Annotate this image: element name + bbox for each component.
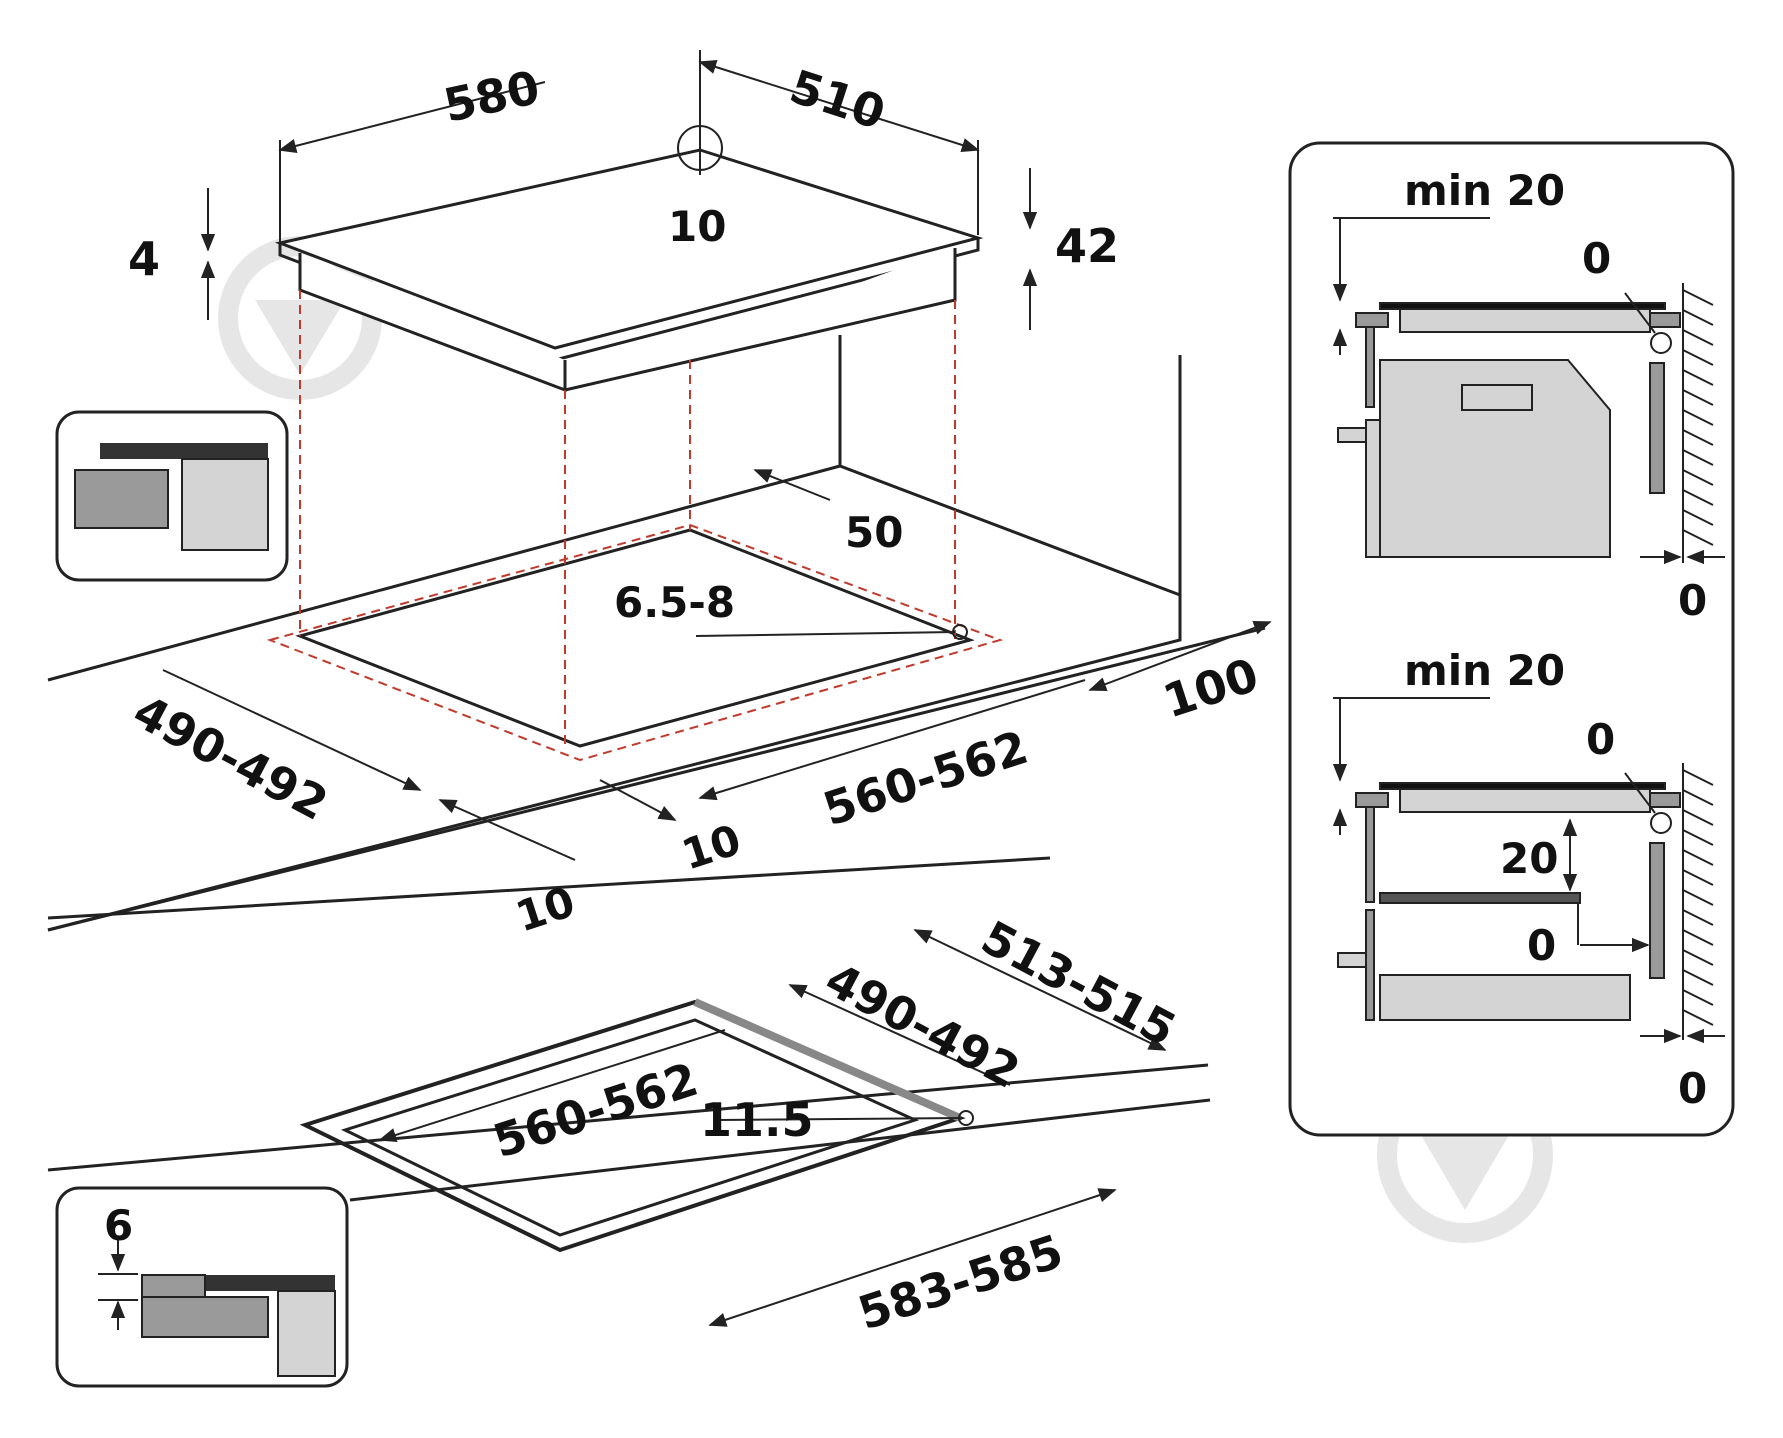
side-view-oven <box>1332 217 1725 565</box>
install-flush-inset-icon <box>55 410 289 582</box>
cutout-guides <box>266 290 1004 762</box>
label-hob-depth: 510 <box>784 59 892 140</box>
label-drawer-top-gap: 0 <box>1586 715 1615 764</box>
label-recess-corner-radius: 11.5 <box>700 1093 814 1147</box>
label-oven-min: min 20 <box>1404 166 1565 215</box>
flush-dimension-lines <box>378 929 1167 1327</box>
install-recessed-inset-icon <box>55 1186 349 1388</box>
label-oven-top-gap: 0 <box>1582 234 1611 283</box>
label-drawer-min: min 20 <box>1404 646 1565 695</box>
label-corner-radius: 10 <box>668 202 726 251</box>
label-front-margin-right: 10 <box>676 815 747 880</box>
flush-cutout-outline <box>340 1018 920 1237</box>
label-recess-depth: 513-515 <box>973 910 1185 1057</box>
label-oven-wall-gap: 0 <box>1678 576 1707 625</box>
cutout-outline <box>295 528 975 748</box>
label-flush-cutout-depth: 490-492 <box>817 952 1029 1099</box>
wall-hatching-drawer <box>1682 769 1714 1026</box>
label-cutout-depth: 490-492 <box>125 684 337 831</box>
side-view-drawer <box>1332 697 1725 1044</box>
label-recess-height: 6 <box>104 1201 133 1250</box>
label-hob-width: 580 <box>439 60 544 133</box>
label-cutout-corner-radius: 6.5-8 <box>614 578 735 627</box>
wall-hatching-oven <box>1682 289 1714 546</box>
top-dimension-lines <box>162 50 1272 861</box>
label-hob-height: 42 <box>1055 219 1119 273</box>
label-cutout-width: 560-562 <box>817 720 1034 837</box>
label-flush-cutout-width: 560-562 <box>487 1052 704 1169</box>
label-glass-thickness: 4 <box>128 232 160 286</box>
label-drawer-wall-gap: 0 <box>1678 1064 1707 1113</box>
label-rear-distance: 50 <box>845 508 903 557</box>
label-drawer-gap: 0 <box>1527 921 1556 970</box>
hob-top-view <box>47 148 1266 932</box>
label-drawer-clearance: 20 <box>1500 834 1558 883</box>
